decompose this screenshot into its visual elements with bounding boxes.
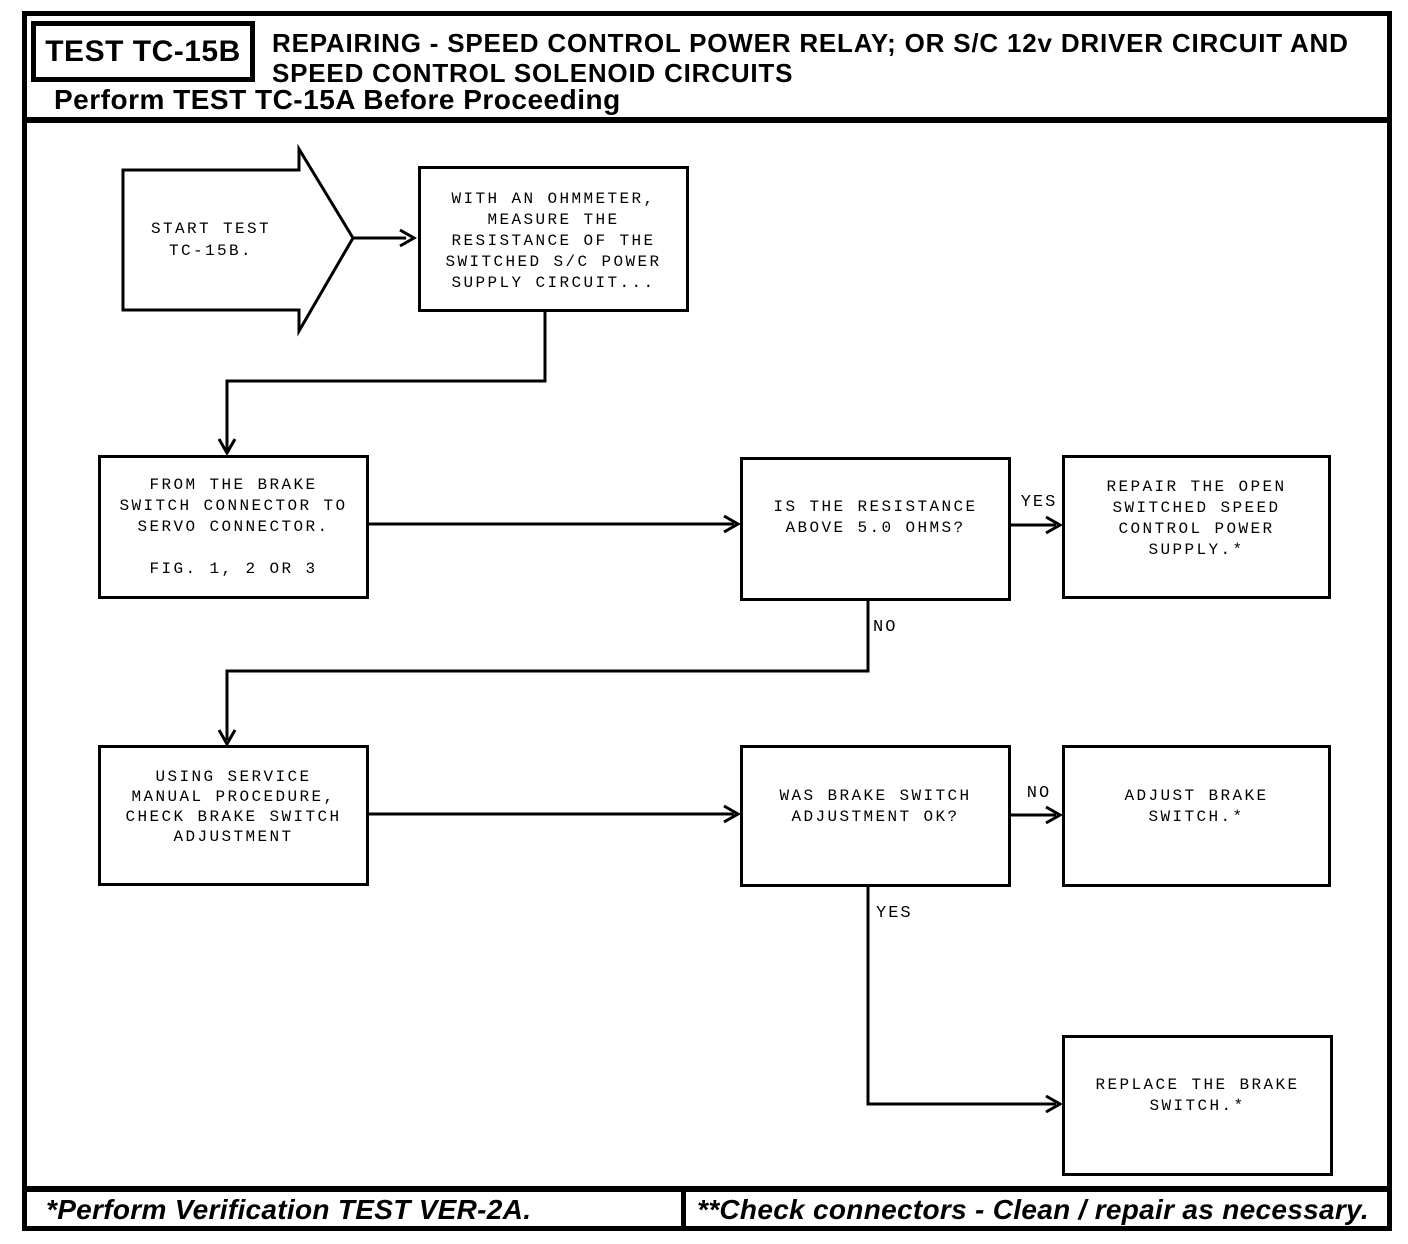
edge-label-resistance-no: NO: [873, 618, 898, 637]
page-subtitle: Perform TEST TC-15A Before Proceeding: [54, 84, 621, 115]
check-adjustment-node: USING SERVICE MANUAL PROCEDURE, CHECK BR…: [98, 745, 369, 886]
start-node: START TEST TC-15B.: [150, 220, 271, 260]
adjust-switch-node: ADJUST BRAKE SWITCH.*: [1062, 745, 1331, 887]
resistance-question-node: IS THE RESISTANCE ABOVE 5.0 OHMS?: [740, 457, 1011, 601]
brake-to-servo-node: FROM THE BRAKE SWITCH CONNECTOR TO SERVO…: [98, 455, 369, 599]
repair-supply-node: REPAIR THE OPEN SWITCHED SPEED CONTROL P…: [1062, 455, 1331, 599]
footer-rule: [22, 1186, 1392, 1192]
footer-divider: [681, 1186, 686, 1231]
header-rule: [22, 117, 1392, 123]
adjustment-question-node: WAS BRAKE SWITCH ADJUSTMENT OK?: [740, 745, 1011, 887]
replace-switch-node: REPLACE THE BRAKE SWITCH.*: [1062, 1035, 1333, 1176]
edge-label-adjustment-yes: YES: [876, 904, 913, 923]
test-id-box: TEST TC-15B: [31, 21, 255, 82]
page-title: REPAIRING - SPEED CONTROL POWER RELAY; O…: [272, 28, 1349, 88]
measure-resistance-node: WITH AN OHMMETER, MEASURE THE RESISTANCE…: [418, 166, 689, 312]
footer-note-connectors: **Check connectors - Clean / repair as n…: [697, 1194, 1369, 1225]
edge-label-adjustment-no: NO: [1018, 784, 1060, 803]
test-id-label: TEST TC-15B: [45, 34, 241, 68]
page-border: [22, 11, 1392, 1231]
edge-label-resistance-yes: YES: [1016, 493, 1062, 512]
footer-note-verification: *Perform Verification TEST VER-2A.: [46, 1194, 532, 1225]
